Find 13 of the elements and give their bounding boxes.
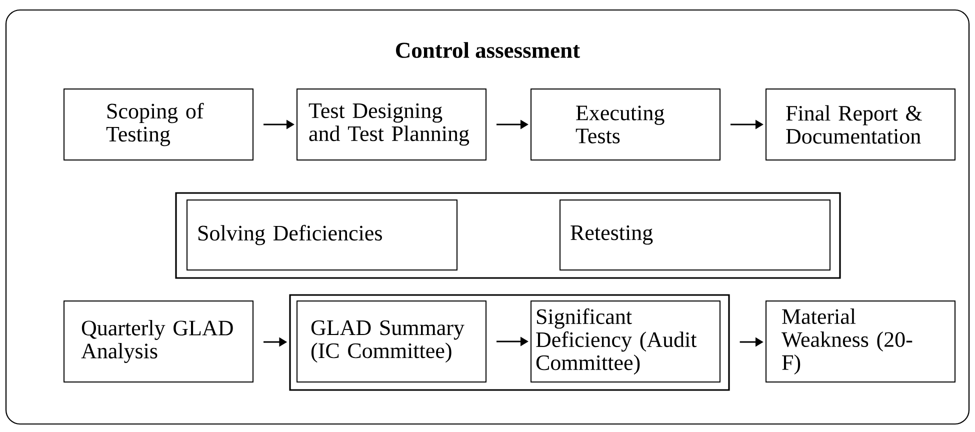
process-box: Executing Tests [530,88,720,160]
process-box: Test Designing and Test Planning [296,88,486,160]
title: Control assessment [396,42,580,58]
process-box: Scoping of Testing [64,88,254,160]
process-box: Retesting [560,200,830,270]
process-box: Final Report & Documentation [766,88,956,160]
group-frame [175,192,841,279]
process-box: Material Weakness (20-F) [766,300,956,382]
group-frame [289,294,730,391]
process-box: Solving Deficiencies [186,200,458,270]
process-box: Significant Deficiency (Audit Committee) [530,300,720,382]
process-box: Quarterly GLAD Analysis [64,300,254,382]
process-box: GLAD Summary (IC Committee) [296,300,486,382]
